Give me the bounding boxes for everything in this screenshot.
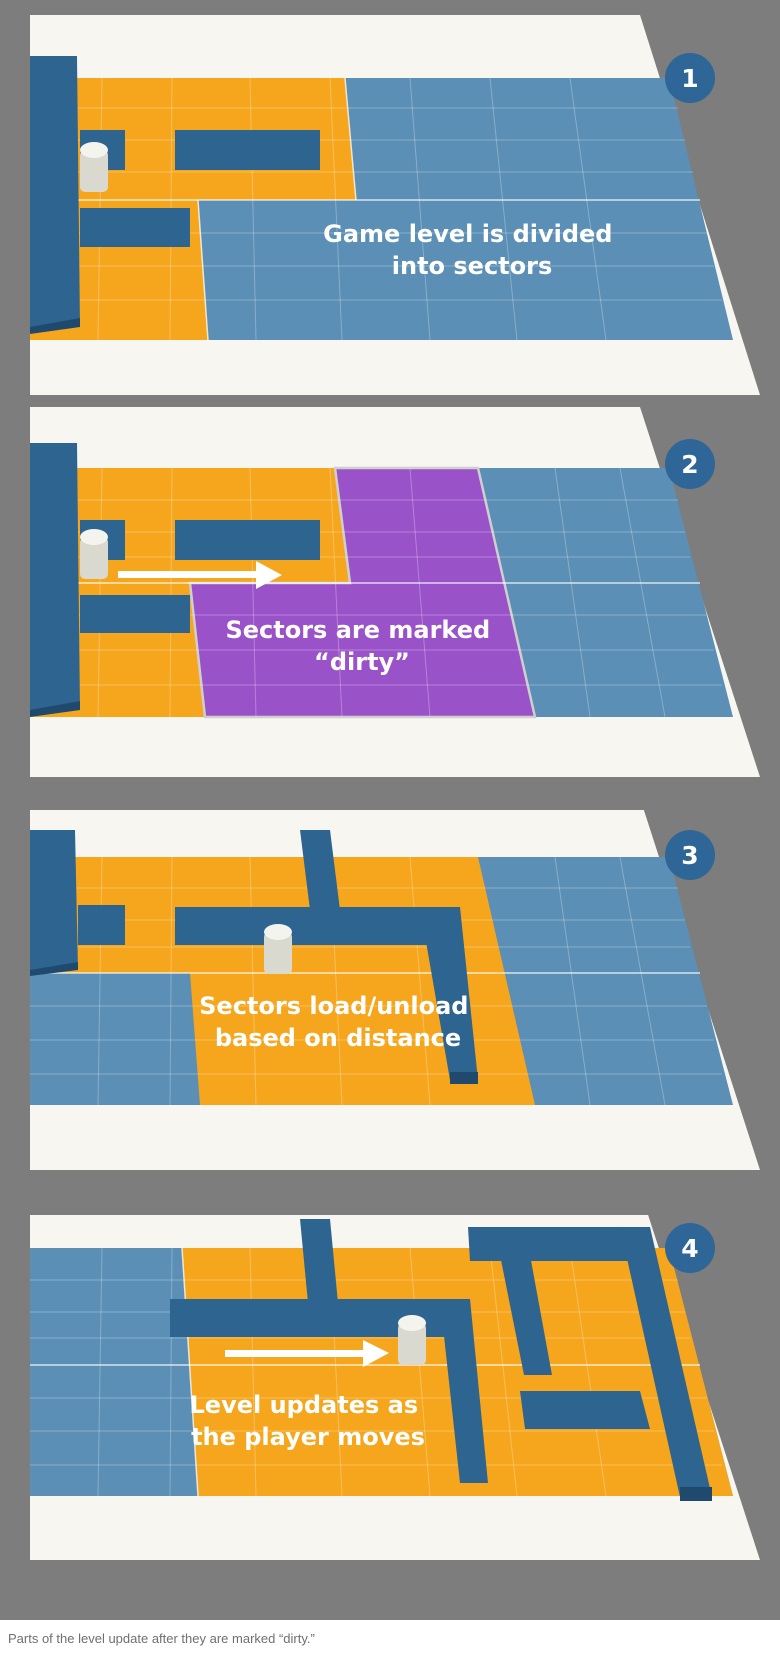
panel-3: Sectors load/unload based on distance 3 — [30, 810, 760, 1170]
figure-caption: Parts of the level update after they are… — [8, 1631, 315, 1646]
panel-label-line: into sectors — [392, 252, 553, 280]
grid-lines — [30, 1247, 722, 1497]
panel-4: Level updates as the player moves 4 — [30, 1215, 760, 1560]
panel-label-line: Level updates as — [190, 1391, 419, 1419]
movement-arrow — [225, 1340, 389, 1367]
panel-1: Game level is divided into sectors 1 — [30, 15, 760, 395]
step-number: 3 — [681, 841, 698, 870]
player-capsule — [80, 142, 108, 192]
step-badge: 3 — [665, 830, 715, 880]
level-streaming-diagram: Game level is divided into sectors 1 — [0, 0, 780, 1620]
panel-label: Game level is divided into sectors — [323, 220, 621, 280]
wall-segments — [30, 830, 478, 1084]
player-capsule — [80, 529, 108, 579]
step-badge: 1 — [665, 53, 715, 103]
step-badge: 2 — [665, 439, 715, 489]
step-badge: 4 — [665, 1223, 715, 1273]
wall-segments — [30, 443, 320, 717]
player-capsule — [398, 1315, 426, 1365]
panel-label: Level updates as the player moves — [190, 1391, 427, 1451]
panel-label-line: Sectors are marked — [225, 616, 490, 644]
panel-label-line: Game level is divided — [323, 220, 612, 248]
panel-label-line: based on distance — [215, 1024, 461, 1052]
panel-label: Sectors are marked “dirty” — [225, 616, 498, 676]
step-number: 4 — [681, 1234, 698, 1263]
wall-segments — [170, 1219, 712, 1501]
grid-lines — [30, 467, 722, 718]
panel-label-line: Sectors load/unload — [199, 992, 468, 1020]
movement-arrow — [118, 561, 282, 589]
panel-2: Sectors are marked “dirty” 2 — [30, 407, 760, 777]
step-number: 2 — [681, 450, 698, 479]
player-capsule — [264, 924, 292, 974]
panel-label-line: “dirty” — [314, 648, 410, 676]
step-number: 1 — [681, 64, 698, 93]
panel-label-line: the player moves — [191, 1423, 425, 1451]
panel-label: Sectors load/unload based on distance — [199, 992, 477, 1052]
